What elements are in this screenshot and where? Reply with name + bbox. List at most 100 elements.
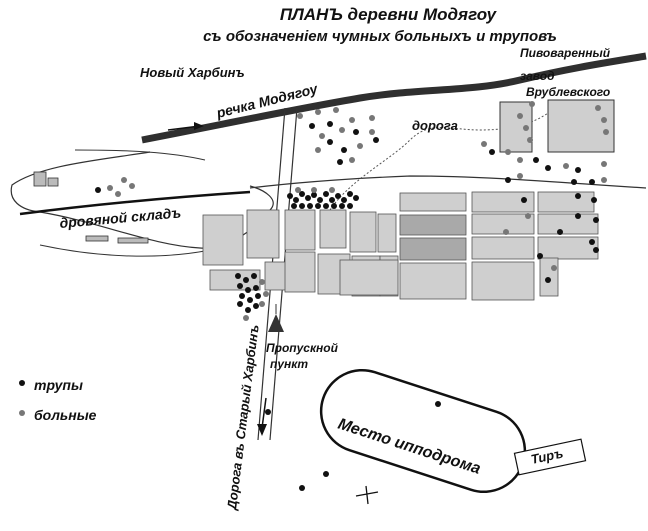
corpse-marker xyxy=(533,157,539,163)
village-block xyxy=(399,262,467,300)
corpse-marker xyxy=(341,147,347,153)
corpse-marker xyxy=(589,239,595,245)
woodpile xyxy=(85,235,109,242)
corpse-marker xyxy=(299,203,305,209)
sick-marker xyxy=(315,109,321,115)
woodpile xyxy=(117,237,149,244)
corpse-marker xyxy=(311,192,317,198)
village-street xyxy=(249,175,647,189)
village-block xyxy=(539,257,559,297)
sick-marker xyxy=(357,143,363,149)
sick-marker xyxy=(551,265,557,271)
sick-marker xyxy=(315,147,321,153)
brewery-label-line3: Врублевского xyxy=(526,85,610,99)
sick-marker xyxy=(369,129,375,135)
corpse-marker xyxy=(239,293,245,299)
village-block xyxy=(537,191,595,213)
corpse-marker xyxy=(347,203,353,209)
corpse-marker xyxy=(95,187,101,193)
village-block xyxy=(246,209,280,259)
checkpoint-label-line2: пункт xyxy=(270,357,308,371)
corpse-marker xyxy=(353,195,359,201)
corpse-marker xyxy=(323,191,329,197)
sick-marker xyxy=(121,177,127,183)
brewery-building-large xyxy=(547,99,615,153)
corpse-marker xyxy=(307,203,313,209)
woodyard-north-line xyxy=(74,149,206,161)
corpse-marker xyxy=(265,409,271,415)
brewery-label-line2: завод xyxy=(520,69,555,83)
corpse-marker xyxy=(435,401,441,407)
corpse-marker xyxy=(317,197,323,203)
corpse-marker xyxy=(299,191,305,197)
sick-marker xyxy=(529,101,535,107)
village-block xyxy=(319,209,347,249)
corpse-marker xyxy=(341,197,347,203)
sick-marker xyxy=(333,107,339,113)
sick-marker xyxy=(563,163,569,169)
legend-corpse-dot xyxy=(19,380,25,386)
sick-marker xyxy=(319,133,325,139)
corpse-marker xyxy=(329,197,335,203)
corpse-marker xyxy=(235,273,241,279)
corpse-marker xyxy=(545,277,551,283)
legend-sick-dot xyxy=(19,410,25,416)
village-block xyxy=(399,237,467,261)
sick-marker xyxy=(311,187,317,193)
corpse-marker xyxy=(309,123,315,129)
sick-marker xyxy=(601,117,607,123)
sick-marker xyxy=(349,117,355,123)
village-block xyxy=(377,213,397,253)
sick-marker xyxy=(263,291,269,297)
corpse-marker xyxy=(353,129,359,135)
corpse-marker xyxy=(245,307,251,313)
corpse-marker xyxy=(243,277,249,283)
village-block xyxy=(471,236,535,260)
corpse-marker xyxy=(521,197,527,203)
corpse-marker xyxy=(339,203,345,209)
legend-sick-label: больные xyxy=(34,407,97,423)
woodyard-south-line xyxy=(39,244,211,257)
sick-marker xyxy=(517,173,523,179)
sick-marker xyxy=(259,279,265,285)
corpse-marker xyxy=(557,229,563,235)
checkpoint-label-line1: Пропускной xyxy=(266,341,339,355)
woodyard-building xyxy=(47,177,59,187)
corpse-marker xyxy=(327,121,333,127)
corpse-marker xyxy=(575,213,581,219)
sick-marker xyxy=(517,113,523,119)
flow-arrow-head xyxy=(194,122,204,130)
corpse-marker xyxy=(323,203,329,209)
sick-marker xyxy=(129,183,135,189)
sick-marker xyxy=(295,187,301,193)
corpse-marker xyxy=(299,485,305,491)
corpse-marker xyxy=(575,167,581,173)
corpse-marker xyxy=(253,303,259,309)
sick-marker xyxy=(503,229,509,235)
footpath xyxy=(329,107,556,211)
corpse-marker xyxy=(247,297,253,303)
sick-marker xyxy=(595,105,601,111)
corpse-marker xyxy=(253,285,259,291)
doroga-label: дорога xyxy=(412,118,458,133)
corpse-marker xyxy=(575,193,581,199)
village-block xyxy=(339,259,399,296)
sick-marker xyxy=(259,301,265,307)
legend: трупы больные xyxy=(19,377,97,423)
corpse-marker xyxy=(337,159,343,165)
corpse-marker xyxy=(373,137,379,143)
corpse-marker xyxy=(251,273,257,279)
map-subtitle: съ обозначеніем чумных больныхъ и трупов… xyxy=(203,28,557,45)
sick-marker xyxy=(527,137,533,143)
sick-marker xyxy=(481,141,487,147)
woodyard-road xyxy=(19,190,251,216)
sick-marker xyxy=(349,157,355,163)
corpse-marker xyxy=(293,197,299,203)
cross-marker xyxy=(355,485,379,505)
plague-markers xyxy=(95,101,609,491)
sick-marker xyxy=(243,315,249,321)
corpse-marker xyxy=(287,193,293,199)
village-block xyxy=(399,214,467,236)
checkpoint-icon xyxy=(268,314,284,332)
shooting-range-label: Тиръ xyxy=(530,445,565,466)
